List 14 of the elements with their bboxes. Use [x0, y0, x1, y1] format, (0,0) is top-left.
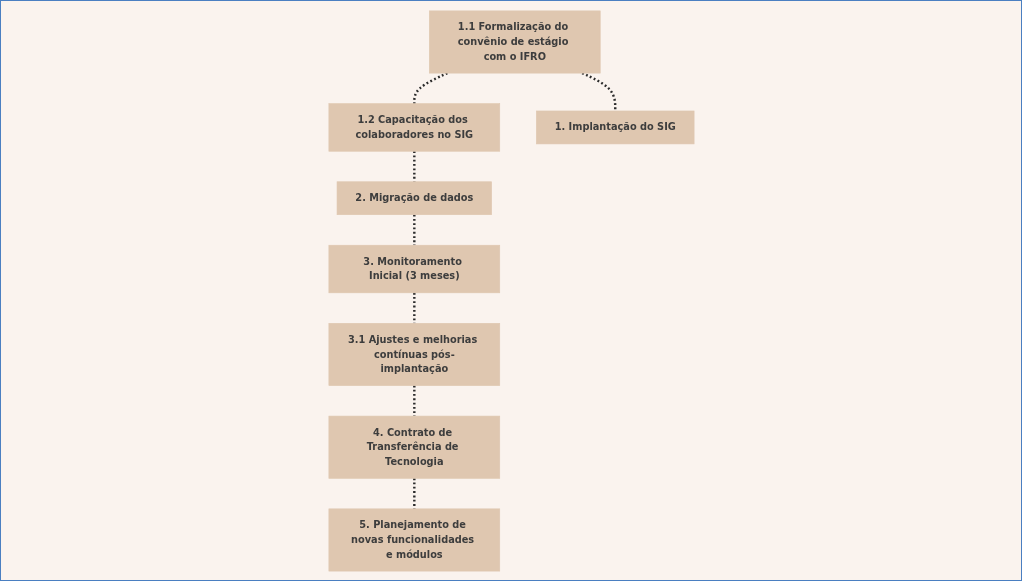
connector	[412, 292, 416, 323]
node-box: 3.1 Ajustes e melhorias contínuas pós-implantação	[328, 322, 500, 386]
connector	[581, 71, 616, 111]
node-box: 2. Migração de dados	[336, 180, 492, 215]
connector	[412, 150, 416, 182]
node-box: 4. Contrato de Transferência de Tecnologia	[328, 415, 500, 479]
connector	[412, 385, 416, 416]
node-box: 3. Monitoramento Inicial (3 meses)	[328, 244, 500, 293]
connector	[412, 477, 416, 509]
connector	[412, 214, 416, 245]
node-box: 5. Planejamento de novas funcionalidades e módulos	[328, 508, 500, 571]
node-box: 1. Implantação do SIG	[535, 110, 694, 144]
node-box: 1.2 Capacitação dos colaboradores no SIG	[328, 102, 500, 152]
node-box: 1.1 Formalização do convênio de estágio com o IFRO	[428, 10, 601, 73]
